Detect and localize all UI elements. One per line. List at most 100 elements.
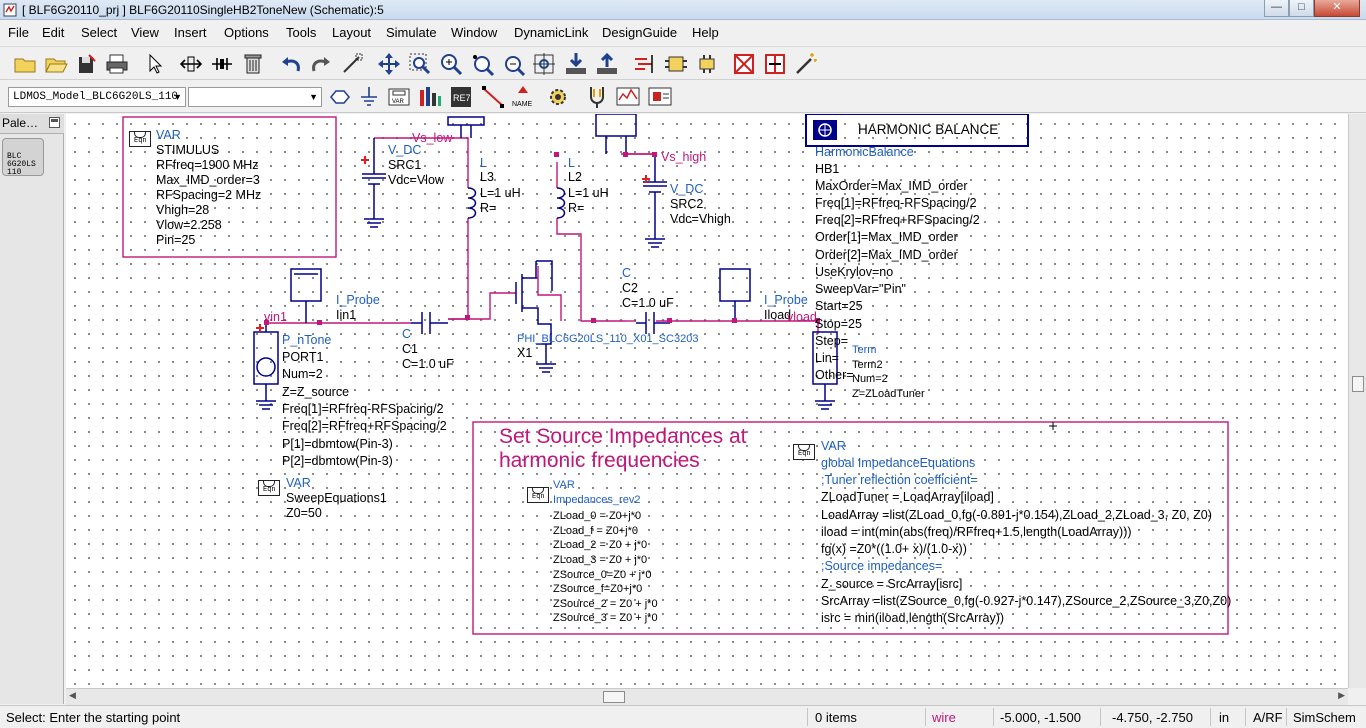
var-global-icon[interactable]: Eqn	[793, 444, 815, 460]
ground-icon[interactable]	[356, 84, 382, 110]
save-display-icon[interactable]	[647, 84, 673, 110]
new-folder-icon[interactable]	[12, 51, 38, 77]
l3-r: R=	[480, 201, 497, 215]
var-global-line7: ;Source impedances=	[821, 559, 943, 573]
pin-icon[interactable]	[49, 117, 60, 128]
menu-tools[interactable]: Tools	[286, 25, 317, 40]
mirror-x-icon[interactable]	[178, 51, 204, 77]
status-divider	[993, 708, 994, 726]
var-global-line2: ;Tuner reflection coefficient=	[821, 473, 978, 487]
var-sweep-icon[interactable]: Eqn	[258, 480, 280, 496]
menu-simulate[interactable]: Simulate	[386, 25, 437, 40]
status-divider	[925, 708, 926, 726]
svg-text:RE7: RE7	[453, 93, 471, 103]
generate-icon[interactable]	[694, 51, 720, 77]
save-icon[interactable]	[74, 51, 100, 77]
src1-type: V_DC	[388, 143, 422, 157]
vertical-scroll-thumb[interactable]	[1352, 376, 1364, 392]
net-vs-high: Vs_high	[661, 150, 707, 164]
status-app: SimSchem	[1293, 710, 1356, 725]
move-icon[interactable]	[376, 51, 402, 77]
tune-fork-icon[interactable]	[584, 84, 610, 110]
palette-item-blc6g20ls110[interactable]: BLC 6G20LS 110	[2, 138, 44, 177]
deactivate-icon[interactable]	[731, 51, 757, 77]
wire-icon[interactable]	[480, 84, 506, 110]
menu-bar: File Edit Select View Insert Options Too…	[0, 22, 1366, 44]
hb-lin: Lin=	[815, 351, 839, 365]
var-stimulus-name: STIMULUS	[156, 143, 220, 157]
menu-edit[interactable]: Edit	[42, 25, 65, 40]
snap-icon[interactable]	[340, 51, 366, 77]
close-button[interactable]: ✕	[1314, 0, 1360, 17]
undo-icon[interactable]	[278, 51, 304, 77]
scroll-left-icon[interactable]: ◀	[69, 690, 76, 700]
source-freq1: Freq[1]=RFfreq-RFSpacing/2	[282, 402, 444, 416]
mirror-y-icon[interactable]	[209, 51, 235, 77]
source-type: P_nTone	[282, 333, 332, 347]
wand-icon[interactable]	[793, 51, 819, 77]
library-combo[interactable]: LDMOS_Model_BLC6G20LS_110▼	[8, 87, 186, 107]
simulate-gear-icon[interactable]	[545, 84, 571, 110]
menu-select[interactable]: Select	[81, 25, 118, 40]
print-icon[interactable]	[104, 51, 130, 77]
menu-window[interactable]: Window	[451, 25, 498, 40]
redo-icon[interactable]	[308, 51, 334, 77]
menu-view[interactable]: View	[131, 25, 159, 40]
source-p1: P[1]=dbmtow(Pin-3)	[282, 437, 393, 451]
view-all-icon[interactable]	[531, 51, 557, 77]
var-impedances-icon[interactable]: Eqn	[527, 487, 549, 503]
horizontal-scrollbar[interactable]: ◀ ▶	[66, 688, 1348, 705]
hb-step: Step=	[815, 334, 849, 348]
hb-icon[interactable]	[812, 119, 838, 141]
name-icon[interactable]: NAME	[510, 84, 536, 110]
horizontal-scroll-thumb[interactable]	[603, 691, 625, 703]
hb-other: Other=	[815, 368, 854, 382]
app-icon	[3, 3, 17, 17]
component-toolbar: LDMOS_Model_BLC6G20LS_110▼ ▼ VAR RE7 NAM…	[0, 81, 1366, 113]
probe-iload-name: Iload	[764, 308, 792, 322]
data-display-icon[interactable]	[615, 84, 641, 110]
palette-header: Pale…	[0, 114, 64, 134]
zoom-box-icon[interactable]	[407, 51, 433, 77]
zoom-point-icon[interactable]	[469, 51, 495, 77]
menu-layout[interactable]: Layout	[332, 25, 372, 40]
delete-icon[interactable]	[240, 51, 266, 77]
component-options-icon[interactable]	[663, 51, 689, 77]
component-combo[interactable]: ▼	[188, 87, 322, 107]
var-stimulus-icon[interactable]: Eqn	[129, 131, 151, 147]
select-arrow-icon[interactable]	[142, 51, 168, 77]
l2-type: L	[568, 156, 575, 170]
schematic-canvas[interactable]: Eqn VAR STIMULUS RFfreq=1900 MHz Max_IMD…	[66, 114, 1348, 688]
minimize-button[interactable]: —	[1264, 0, 1289, 17]
zoom-out-icon[interactable]	[500, 51, 526, 77]
transistor-name: X1	[517, 346, 533, 360]
align-icon[interactable]	[632, 51, 658, 77]
var-icon[interactable]: VAR	[386, 84, 412, 110]
maximize-button[interactable]: □	[1289, 0, 1314, 17]
tuning-icon[interactable]	[417, 84, 443, 110]
net-vs-low: Vs_low	[412, 131, 453, 145]
pop-out-icon[interactable]	[594, 51, 620, 77]
zload-3: ZLoad_3 = Z0 + j*0	[553, 554, 648, 566]
menu-file[interactable]: File	[8, 25, 29, 40]
vertical-scrollbar[interactable]	[1348, 114, 1366, 688]
term-num: Num=2	[852, 373, 888, 385]
menu-insert[interactable]: Insert	[174, 25, 207, 40]
open-folder-icon[interactable]	[43, 51, 69, 77]
menu-help[interactable]: Help	[692, 25, 719, 40]
short-icon[interactable]	[762, 51, 788, 77]
menu-dynamiclink[interactable]: DynamicLink	[514, 25, 589, 40]
palette-title: Pale…	[2, 116, 39, 130]
rate-icon[interactable]: RE7	[448, 84, 474, 110]
status-coord-2: -4.750, -2.750	[1112, 710, 1193, 725]
scroll-right-icon[interactable]: ▶	[1338, 690, 1345, 700]
push-into-icon[interactable]	[563, 51, 589, 77]
zoom-in-icon[interactable]	[438, 51, 464, 77]
term-z: Z=ZLoadTuner	[852, 388, 925, 400]
port-icon[interactable]	[327, 84, 353, 110]
zload-0: ZLoad_0 = Z0+j*0	[553, 510, 642, 522]
var-sweep-param: Z0=50	[286, 506, 322, 520]
menu-designguide[interactable]: DesignGuide	[602, 25, 678, 40]
menu-options[interactable]: Options	[224, 25, 269, 40]
hb-order2: Order[2]=Max_IMD_order	[815, 248, 958, 262]
